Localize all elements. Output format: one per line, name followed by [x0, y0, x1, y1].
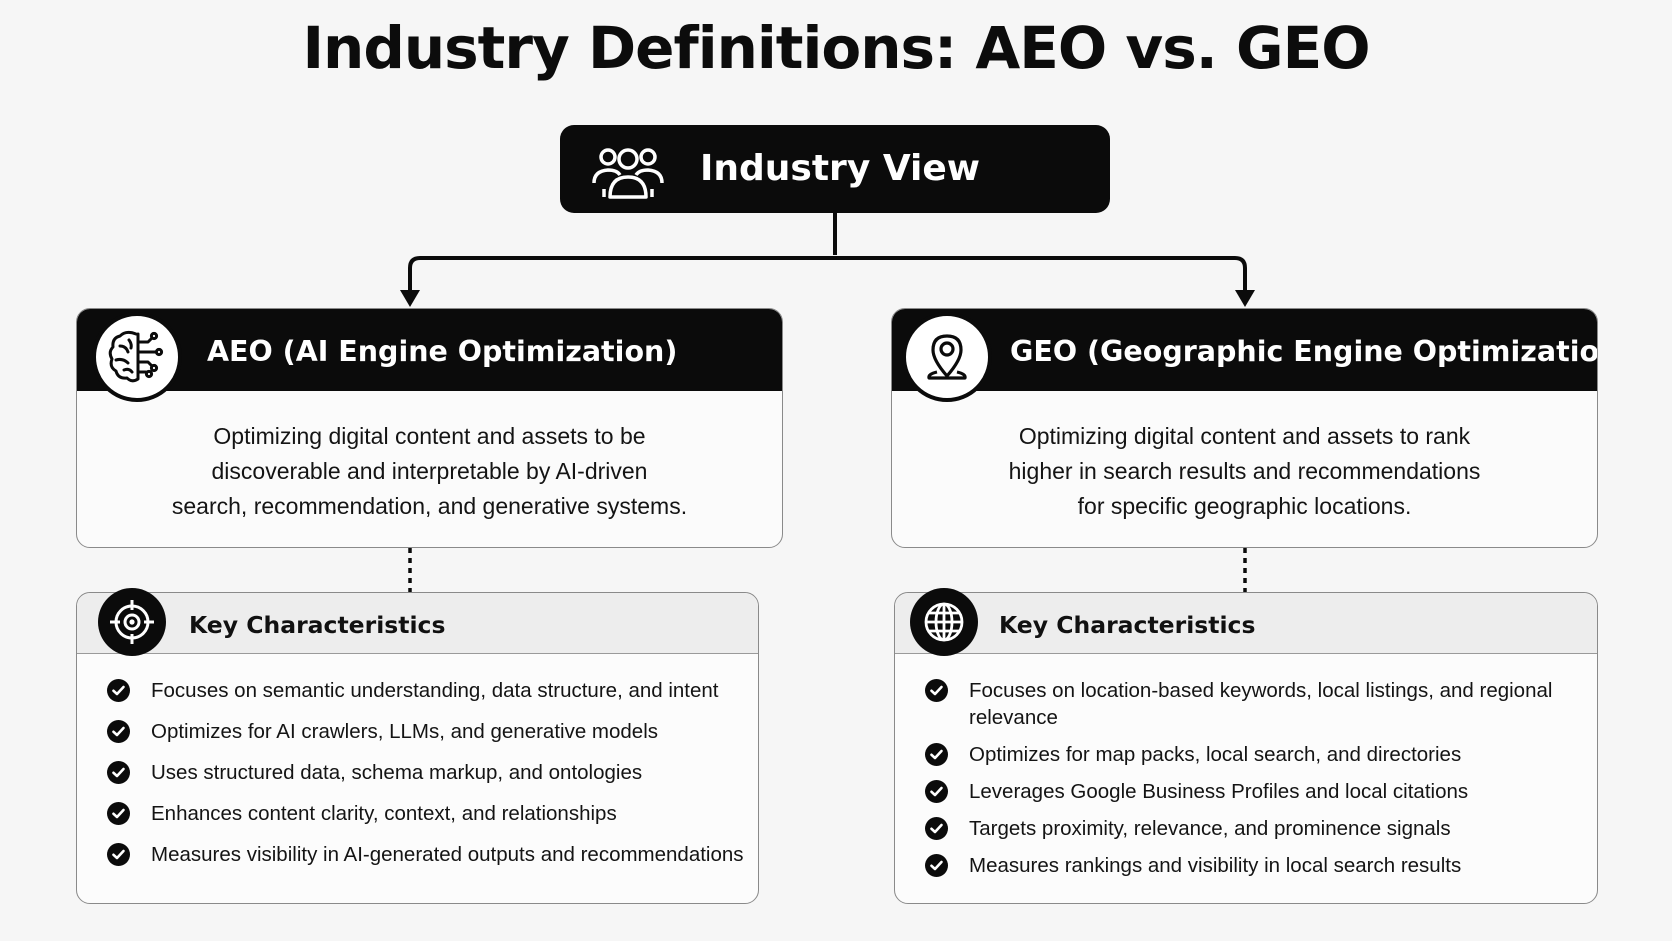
aeo-characteristic-item: Uses structured data, schema markup, and… — [107, 759, 748, 786]
geo-characteristic-item: Optimizes for map packs, local search, a… — [925, 741, 1587, 768]
check-icon — [925, 743, 948, 766]
geo-characteristic-text: Measures rankings and visibility in loca… — [969, 854, 1462, 877]
geo-characteristic-text: Focuses on location-based keywords, loca… — [969, 679, 1553, 729]
aeo-characteristic-item: Measures visibility in AI-generated outp… — [107, 841, 748, 868]
geo-characteristic-item: Leverages Google Business Profiles and l… — [925, 778, 1587, 805]
geo-characteristics-panel: Key Characteristics Focuses on location-… — [894, 592, 1598, 904]
check-icon — [925, 679, 948, 702]
page-title: Industry Definitions: AEO vs. GEO — [302, 14, 1370, 82]
target-icon — [110, 600, 154, 644]
check-icon — [107, 843, 130, 866]
aeo-description-line: Optimizing digital content and assets to… — [213, 423, 646, 449]
geo-description-line: for specific geographic locations. — [1077, 493, 1412, 519]
aeo-characteristic-text: Optimizes for AI crawlers, LLMs, and gen… — [151, 720, 659, 743]
geo-characteristics-badge — [910, 588, 978, 656]
geo-characteristics-heading: Key Characteristics — [999, 611, 1256, 639]
geo-characteristics-list: Focuses on location-based keywords, loca… — [925, 677, 1587, 889]
geo-heading: GEO (Geographic Engine Optimization) — [1010, 335, 1598, 368]
geo-badge — [902, 312, 992, 402]
brain-circuit-icon — [108, 330, 164, 383]
aeo-characteristic-text: Uses structured data, schema markup, and… — [151, 761, 643, 784]
aeo-characteristics-header: Key Characteristics — [77, 593, 758, 654]
geo-characteristic-text: Leverages Google Business Profiles and l… — [969, 780, 1469, 803]
aeo-characteristic-text: Measures visibility in AI-generated outp… — [151, 843, 744, 866]
aeo-characteristic-item: Focuses on semantic understanding, data … — [107, 677, 748, 704]
industry-view-node: Industry View — [560, 125, 1110, 213]
industry-view-label: Industry View — [700, 148, 981, 189]
geo-definition-card: GEO (Geographic Engine Optimization) Opt… — [891, 308, 1598, 548]
check-icon — [925, 817, 948, 840]
aeo-characteristics-list: Focuses on semantic understanding, data … — [107, 677, 748, 882]
geo-characteristic-text: Targets proximity, relevance, and promin… — [969, 817, 1451, 840]
aeo-heading: AEO (AI Engine Optimization) — [207, 335, 678, 368]
check-icon — [107, 761, 130, 784]
aeo-card-header: AEO (AI Engine Optimization) — [77, 309, 782, 391]
users-group-icon — [592, 148, 664, 199]
aeo-characteristic-item: Optimizes for AI crawlers, LLMs, and gen… — [107, 718, 748, 745]
geo-characteristic-text: Optimizes for map packs, local search, a… — [969, 743, 1462, 766]
geo-description-line: higher in search results and recommendat… — [1008, 458, 1481, 484]
check-icon — [925, 780, 948, 803]
aeo-characteristic-text: Enhances content clarity, context, and r… — [151, 802, 617, 825]
geo-description: Optimizing digital content and assets to… — [892, 419, 1597, 524]
map-pin-icon — [927, 334, 967, 380]
check-icon — [925, 854, 948, 877]
check-icon — [107, 679, 130, 702]
aeo-characteristics-badge — [98, 588, 166, 656]
aeo-characteristic-text: Focuses on semantic understanding, data … — [151, 679, 719, 702]
aeo-characteristic-item: Enhances content clarity, context, and r… — [107, 800, 748, 827]
aeo-description: Optimizing digital content and assets to… — [77, 419, 782, 524]
aeo-badge — [92, 312, 182, 402]
aeo-characteristics-heading: Key Characteristics — [189, 611, 446, 639]
geo-description-line: Optimizing digital content and assets to… — [1018, 423, 1471, 449]
check-icon — [107, 802, 130, 825]
geo-characteristic-item: Targets proximity, relevance, and promin… — [925, 815, 1587, 842]
check-icon — [107, 720, 130, 743]
aeo-definition-card: AEO (AI Engine Optimization) Optimizing … — [76, 308, 783, 548]
geo-characteristic-item: Focuses on location-based keywords, loca… — [925, 677, 1587, 731]
geo-characteristics-header: Key Characteristics — [895, 593, 1597, 654]
aeo-description-line: discoverable and interpretable by AI-dri… — [211, 458, 648, 484]
globe-icon — [924, 602, 964, 642]
geo-card-header: GEO (Geographic Engine Optimization) — [892, 309, 1597, 391]
geo-characteristic-item: Measures rankings and visibility in loca… — [925, 852, 1587, 879]
aeo-characteristics-panel: Key Characteristics Focuses on semantic … — [76, 592, 759, 904]
aeo-description-line: search, recommendation, and generative s… — [171, 493, 688, 519]
